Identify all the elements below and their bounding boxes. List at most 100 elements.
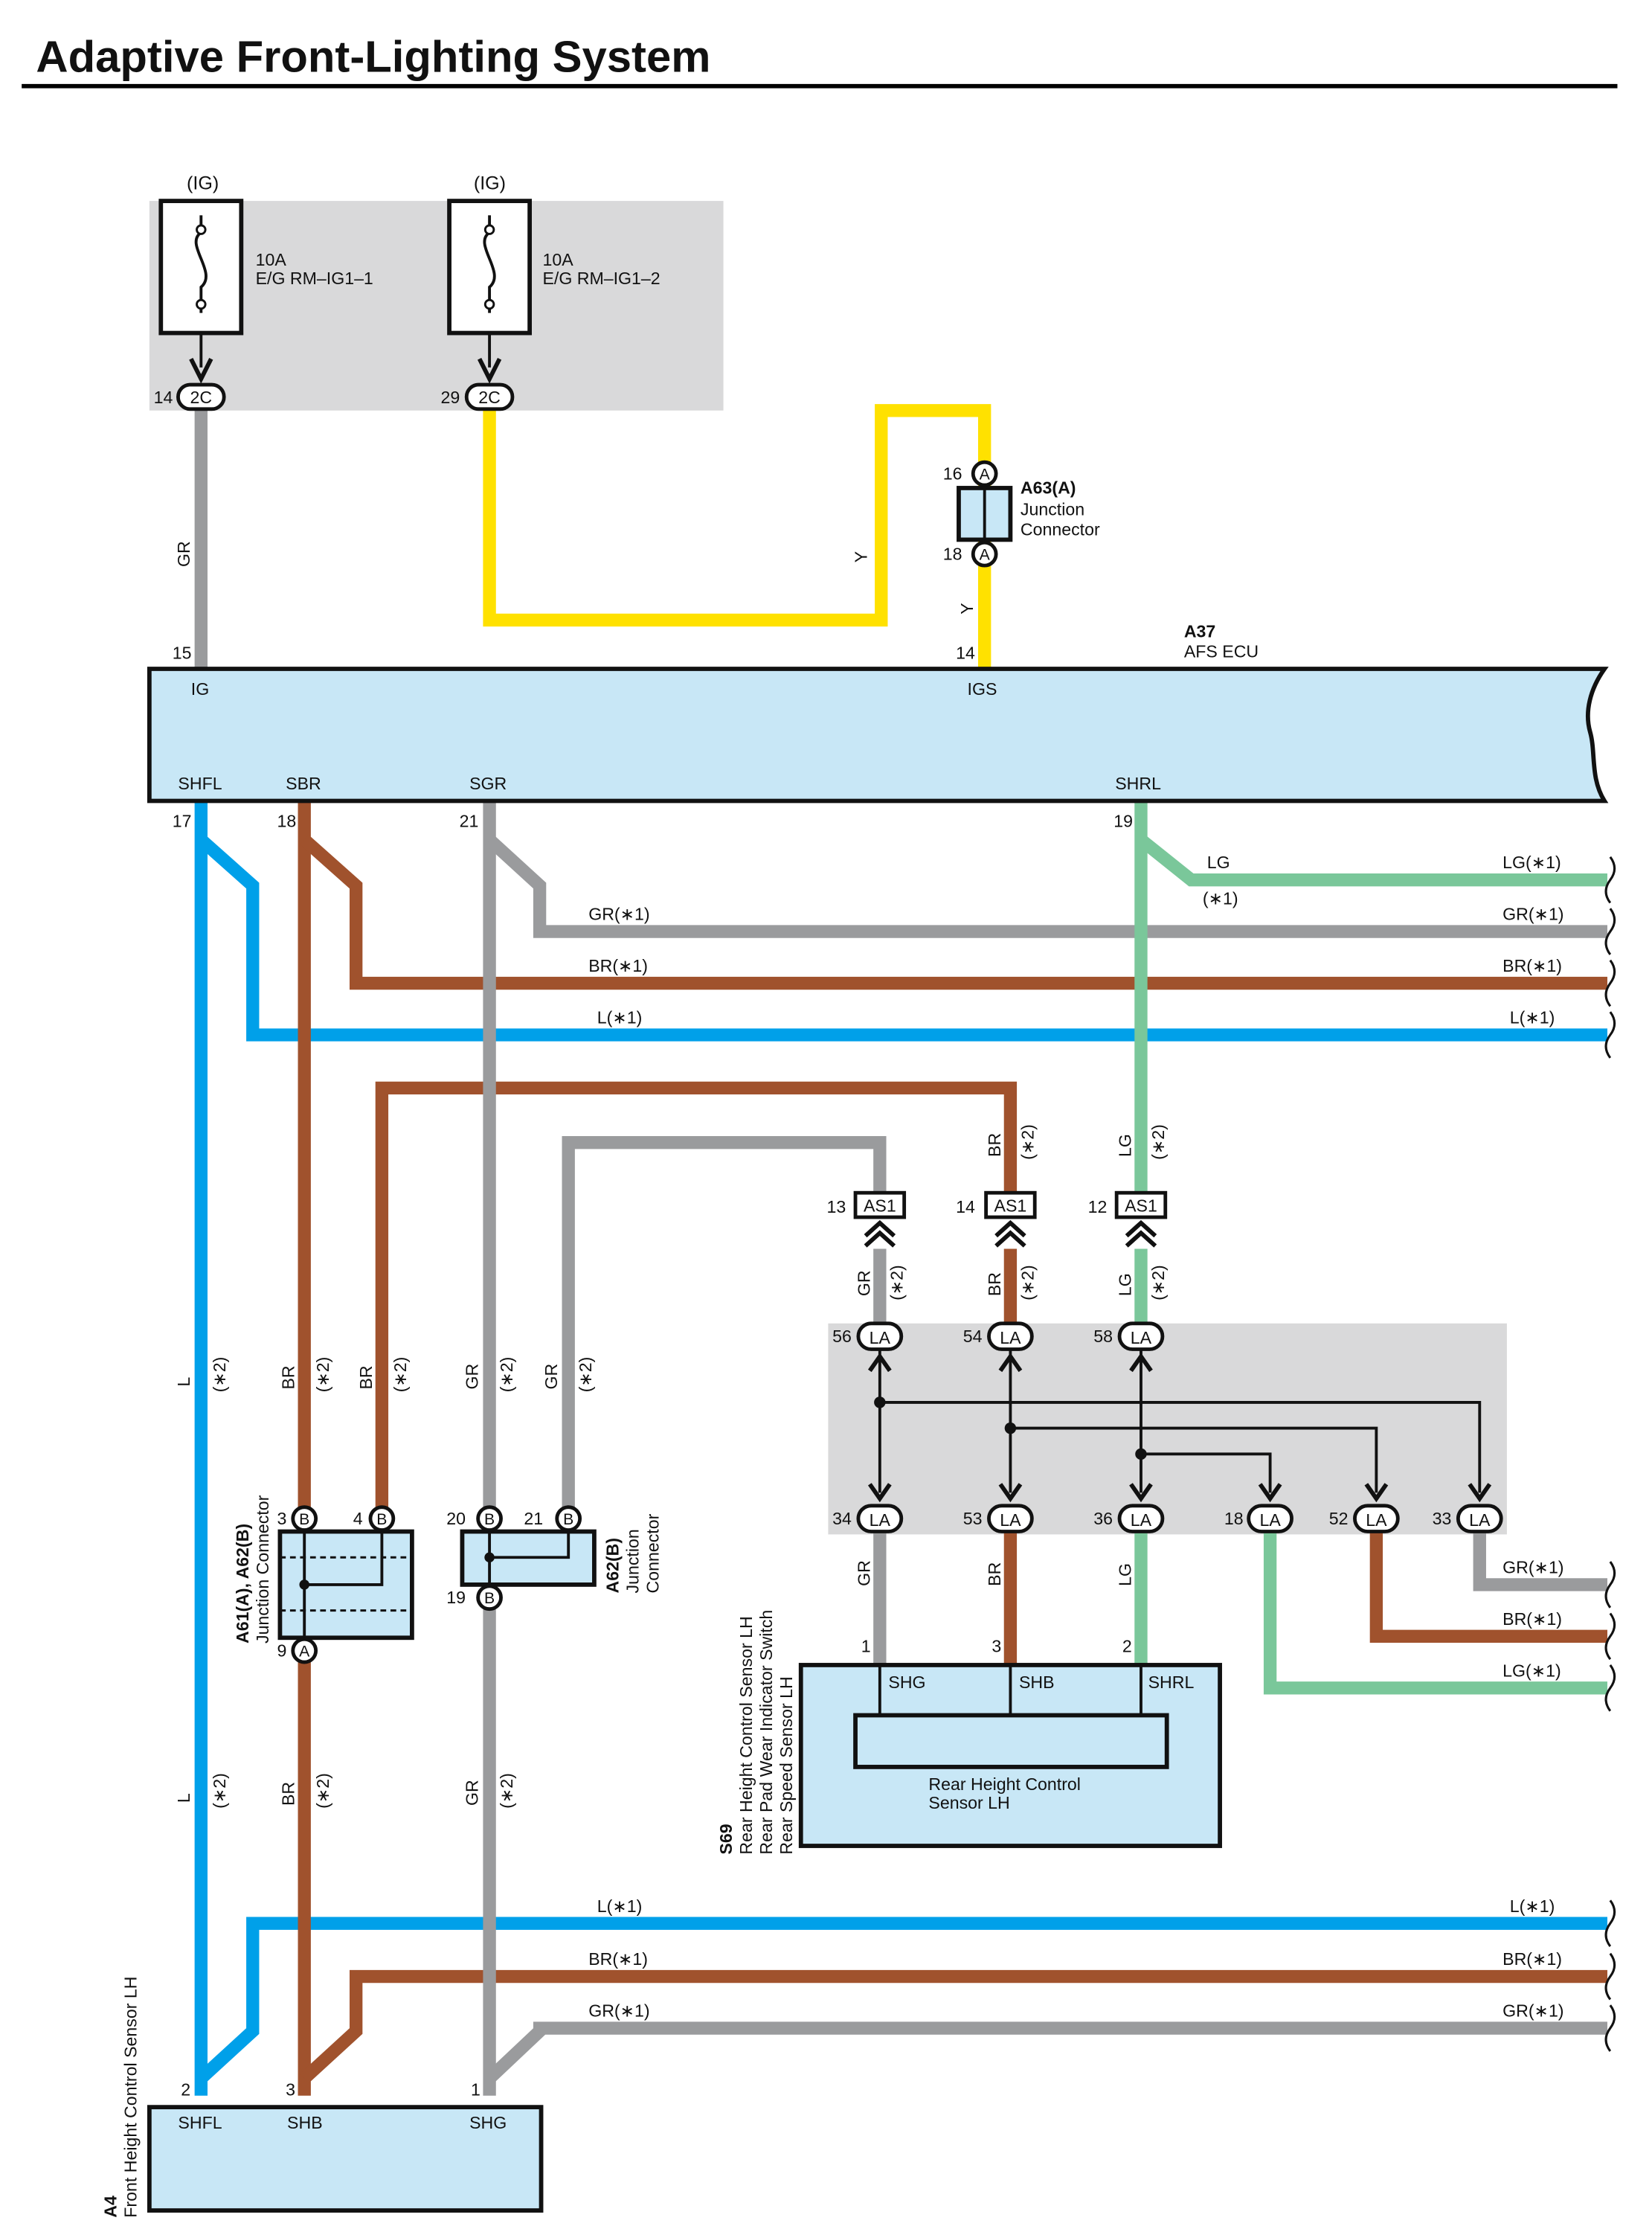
component-id: S69 xyxy=(716,1824,736,1854)
pin-number: 17 xyxy=(173,811,192,830)
wire-label-gr: GR xyxy=(174,541,193,567)
pin-number: 14 xyxy=(956,644,975,663)
pin-label: SHB xyxy=(287,2113,323,2132)
wire-label-br1: BR(∗1) xyxy=(1502,956,1562,975)
pin-number: 3 xyxy=(286,2080,295,2100)
connector-2c xyxy=(464,382,515,411)
wire-label-br1: BR(∗1) xyxy=(1502,1609,1562,1629)
fuse-rating: 10A xyxy=(256,250,287,269)
wire-label-lg1: LG(∗1) xyxy=(1502,853,1561,872)
wire-label-gr1: GR(∗1) xyxy=(588,2001,649,2021)
connector-pill xyxy=(1117,1321,1165,1351)
connector-label: 2C xyxy=(478,388,501,407)
pin-number: 12 xyxy=(1088,1197,1108,1216)
page-title: Adaptive Front-Lighting System xyxy=(36,31,710,81)
pin-circle xyxy=(555,1505,582,1533)
wire-y-igs xyxy=(483,404,991,670)
wire-label-br: BR xyxy=(985,1272,1004,1296)
wire-br-branch-bottom xyxy=(300,1969,1607,2083)
wire-label-note: (∗2) xyxy=(1018,1265,1037,1301)
connector-label: LA xyxy=(1131,1510,1152,1530)
pin-number: 9 xyxy=(277,1641,287,1660)
fuse-supply: (IG) xyxy=(474,173,506,194)
pin-circle xyxy=(291,1505,318,1533)
fuse-rating: 10A xyxy=(542,250,573,269)
component-desc: Rear Speed Sensor LH xyxy=(777,1676,796,1854)
wire-gr-branch-top xyxy=(485,835,1607,938)
pin-number: 2 xyxy=(1122,1637,1132,1656)
pin-number: 18 xyxy=(1224,1509,1244,1528)
wire-label-note: (∗2) xyxy=(1148,1124,1168,1160)
connector-label: LA xyxy=(1469,1510,1491,1530)
pin-label: IGS xyxy=(968,679,997,699)
pin-number: 1 xyxy=(471,2080,481,2100)
la-bottom-33: LA 33 xyxy=(1433,1504,1503,1533)
connector-pill xyxy=(1247,1504,1293,1533)
sensor-box xyxy=(147,2105,544,2213)
wire-label-br: BR xyxy=(985,1133,1004,1157)
fuse-terminal-icon xyxy=(196,298,207,310)
wire-label-lg: LG xyxy=(1115,1563,1134,1586)
fuse-1: (IG) 10A E/G RM–IG1–1 2C 14 xyxy=(154,173,373,411)
connector-label: LA xyxy=(870,1510,891,1530)
arrow-down-icon xyxy=(867,1483,892,1503)
fuse-2: (IG) 10A E/G RM–IG1–2 2C 29 xyxy=(440,173,661,411)
wire-label-lg: LG xyxy=(1115,1273,1134,1296)
pin-number: 53 xyxy=(963,1509,983,1528)
splice-line xyxy=(1140,1452,1272,1493)
connector-box xyxy=(853,1190,907,1219)
pin-circle xyxy=(368,1505,396,1533)
splice-lines xyxy=(878,1349,1482,1493)
chevron-up-icon xyxy=(1125,1219,1157,1248)
component-id: A62(B) xyxy=(603,1538,623,1594)
break-mark xyxy=(1604,1664,1616,1712)
front-sensor-a4: 2 SHFL 3 SHB 1 SHG A4 Front Height Contr… xyxy=(100,1977,544,2218)
connector-label: LA xyxy=(1000,1510,1021,1530)
pin-label: SGR xyxy=(469,774,507,793)
continuation-marks xyxy=(1604,856,1616,2052)
connector-label: A xyxy=(299,1643,310,1660)
wire-label-gr1: GR(∗1) xyxy=(1502,2001,1563,2021)
wire-label-y: Y xyxy=(851,551,870,562)
wire-label-gr: GR xyxy=(541,1364,561,1390)
break-mark xyxy=(1604,1899,1616,1948)
splice-arrows xyxy=(867,1353,1492,1503)
pin-label: IG xyxy=(191,679,209,699)
component-id: A37 xyxy=(1184,622,1215,641)
la-top-56: LA 56 xyxy=(832,1321,904,1351)
wire-label-br1: BR(∗1) xyxy=(588,956,648,975)
connector-pill xyxy=(987,1504,1034,1533)
pin-number: 14 xyxy=(154,388,173,407)
connector-label: 2C xyxy=(190,388,213,407)
fuse-supply: (IG) xyxy=(187,173,219,194)
top-run-labels: LG(∗1) GR(∗1) GR(∗1) BR(∗1) BR(∗1) L(∗1)… xyxy=(588,853,1563,1027)
wire-label-note: (∗2) xyxy=(210,1773,229,1809)
arrow-down-icon xyxy=(1468,1483,1492,1503)
break-mark xyxy=(1604,1952,1616,2001)
wire-label-gr: GR xyxy=(463,1364,482,1390)
pin-circle xyxy=(971,540,998,568)
pin-label: SHB xyxy=(1019,1673,1055,1692)
wire-label-note: (∗2) xyxy=(497,1357,516,1393)
connector-pill xyxy=(1456,1504,1503,1533)
wire-label-gr1: GR(∗1) xyxy=(1502,1557,1563,1577)
la-bottom-52: LA 52 xyxy=(1329,1504,1400,1533)
wire-label-gr1: GR(∗1) xyxy=(588,905,649,924)
component-desc: Connector xyxy=(643,1513,663,1593)
pin-number: 19 xyxy=(1113,811,1133,830)
arrow-up-icon xyxy=(867,1353,892,1373)
component-desc: Junction xyxy=(623,1529,643,1593)
connector-label: LA xyxy=(1259,1510,1281,1530)
fuse-panel xyxy=(149,201,724,411)
arrow-up-icon xyxy=(1129,1353,1153,1373)
pin-number: 3 xyxy=(277,1509,287,1528)
connector-label: B xyxy=(563,1511,573,1528)
pin-number: 29 xyxy=(440,388,460,407)
la-bottom-53: LA 53 xyxy=(963,1504,1034,1533)
sensor-inner-label: Sensor LH xyxy=(928,1793,1009,1812)
pin-number: 16 xyxy=(943,464,962,483)
pin-circle xyxy=(476,1584,503,1612)
connector-pill xyxy=(856,1504,904,1533)
link-line xyxy=(489,1531,571,1559)
